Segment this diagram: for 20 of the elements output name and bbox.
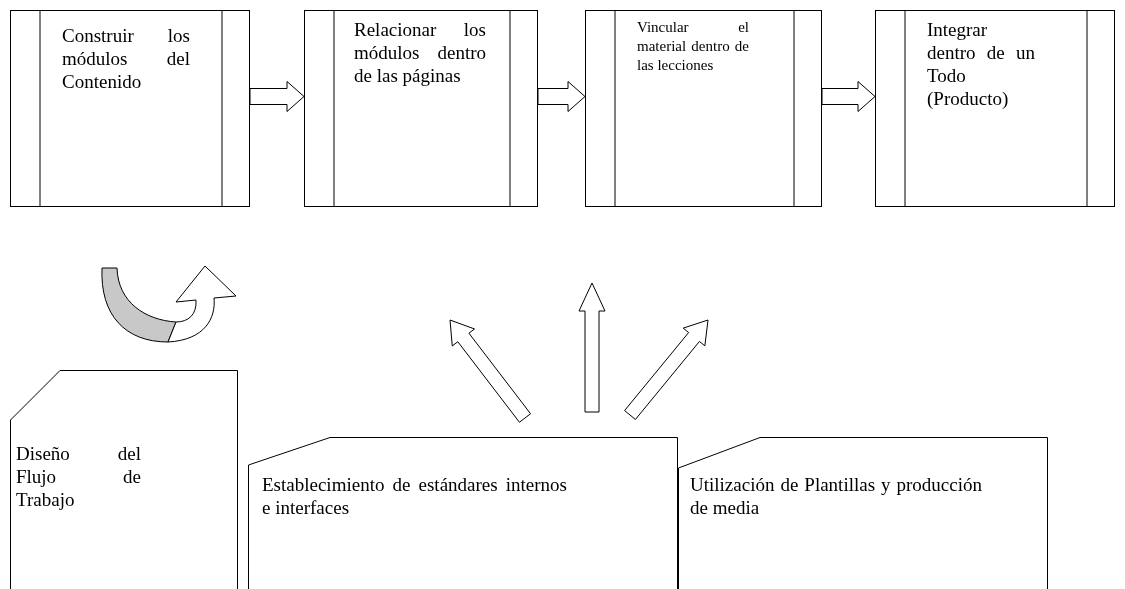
card-shape <box>10 370 238 589</box>
node-text: Utilización de Plantillas y producción de media <box>690 473 982 519</box>
predefined-process-box <box>10 10 250 207</box>
predefined-process-box <box>304 10 538 207</box>
node-text: Diseño del Flujo de Trabajo <box>16 442 141 511</box>
node-text: Construir los módulos del Contenido <box>62 24 190 93</box>
block-arrow <box>624 319 709 420</box>
predefined-process-box <box>585 10 822 207</box>
block-arrow <box>449 319 532 423</box>
card-shape <box>248 437 678 589</box>
node-text: Vincular el material dentro de las lecciones <box>637 18 749 75</box>
predefined-process-box <box>875 10 1115 207</box>
node-text: Integrar dentro de un Todo (Producto) <box>927 18 1035 110</box>
block-arrow <box>821 81 876 112</box>
card-shape <box>678 437 1048 589</box>
node-text: Relacionar los módulos dentro de las páginas <box>354 18 486 87</box>
block-arrow <box>249 81 305 112</box>
block-arrow <box>578 282 606 413</box>
node-text: Establecimiento de estándares internos e interfaces <box>262 473 567 519</box>
block-arrow <box>537 81 586 112</box>
